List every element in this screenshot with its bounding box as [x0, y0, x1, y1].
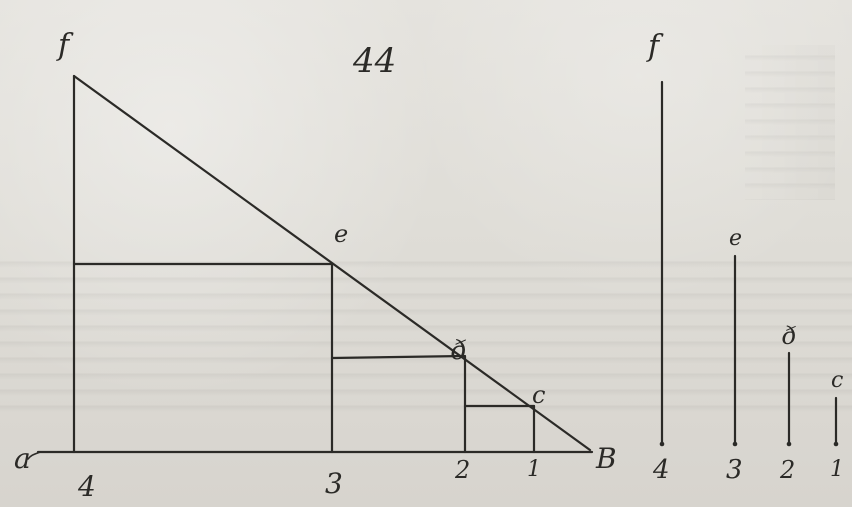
scale-dot-3: [732, 441, 738, 447]
scale-dot-2: [786, 441, 792, 447]
bleed-through-right: [745, 45, 835, 200]
scale-label-d: ð: [782, 322, 796, 350]
label-f-left: f: [56, 28, 74, 63]
rect-top-d: [330, 354, 466, 360]
base-number-4: 4: [77, 470, 96, 503]
label-c: c: [532, 381, 545, 409]
scale-label-e: e: [729, 226, 742, 251]
label-e: e: [334, 220, 348, 248]
scale-number-2: 2: [779, 456, 795, 484]
scale-number-3: 3: [726, 455, 743, 485]
base-number-3: 3: [325, 467, 343, 500]
hook-a: [27, 451, 41, 460]
scale-dot-1: [833, 441, 839, 447]
scale-label-c: c: [831, 368, 843, 393]
scale-dot-4: [659, 441, 665, 447]
scale-number-1: 1: [830, 457, 844, 482]
base-number-1: 1: [527, 457, 541, 482]
base-number-2: 2: [454, 456, 470, 484]
label-a: a: [14, 442, 31, 475]
page-number: 44: [352, 41, 396, 81]
scale-number-4: 4: [652, 455, 670, 485]
scale-label-f: f: [646, 29, 664, 64]
label-b: B: [595, 442, 617, 475]
